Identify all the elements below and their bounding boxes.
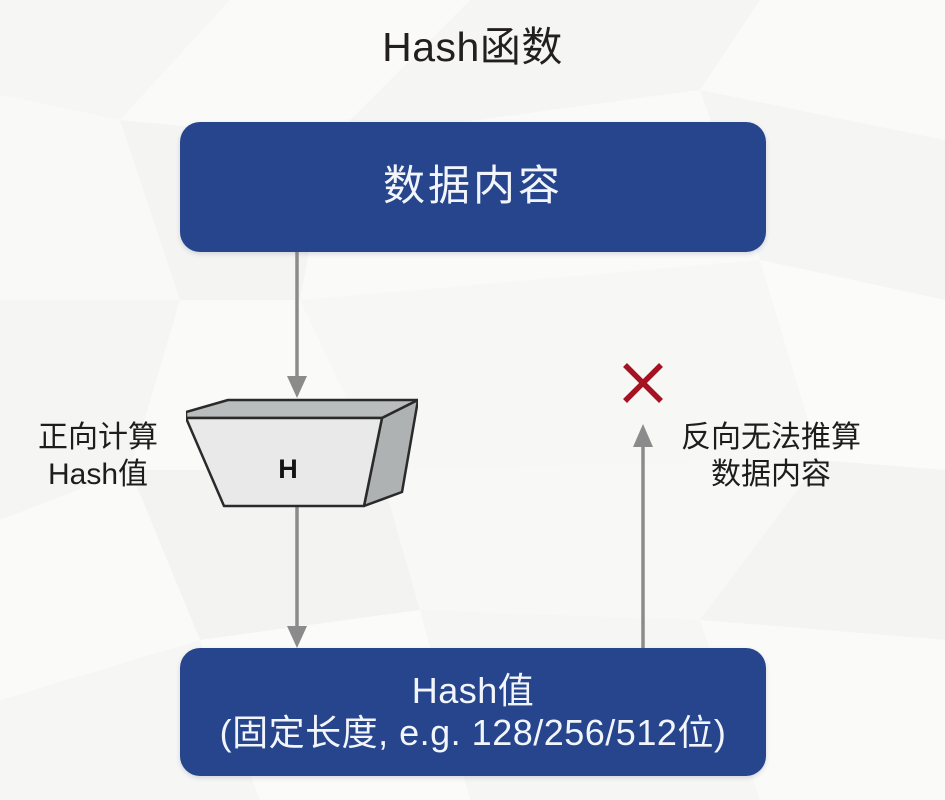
cross-icon xyxy=(623,363,663,403)
reverse-infeasible-caption: 反向无法推算 数据内容 xyxy=(658,420,884,493)
arrow-data-to-hash xyxy=(287,252,307,398)
arrow-hash-to-value xyxy=(287,505,307,648)
page-title: Hash函数 xyxy=(382,24,563,70)
forward-caption-line1: 正向计算 xyxy=(38,421,158,454)
reverse-caption-line2: 数据内容 xyxy=(711,457,831,491)
forward-computation-caption: 正向计算 Hash值 xyxy=(14,420,182,493)
data-content-box: 数据内容 xyxy=(180,122,766,252)
hash-value-box: Hash值 (固定长度, e.g. 128/256/512位) xyxy=(180,648,766,776)
data-content-label: 数据内容 xyxy=(382,163,563,210)
arrow-reverse-blocked xyxy=(633,424,653,648)
hash-funnel-shape xyxy=(186,398,418,508)
hash-value-label: Hash值 xyxy=(411,669,535,711)
forward-caption-line2: Hash值 xyxy=(47,457,149,491)
hash-value-detail: (固定长度, e.g. 128/256/512位) xyxy=(219,712,727,753)
reverse-caption-line1: 反向无法推算 xyxy=(681,421,861,454)
